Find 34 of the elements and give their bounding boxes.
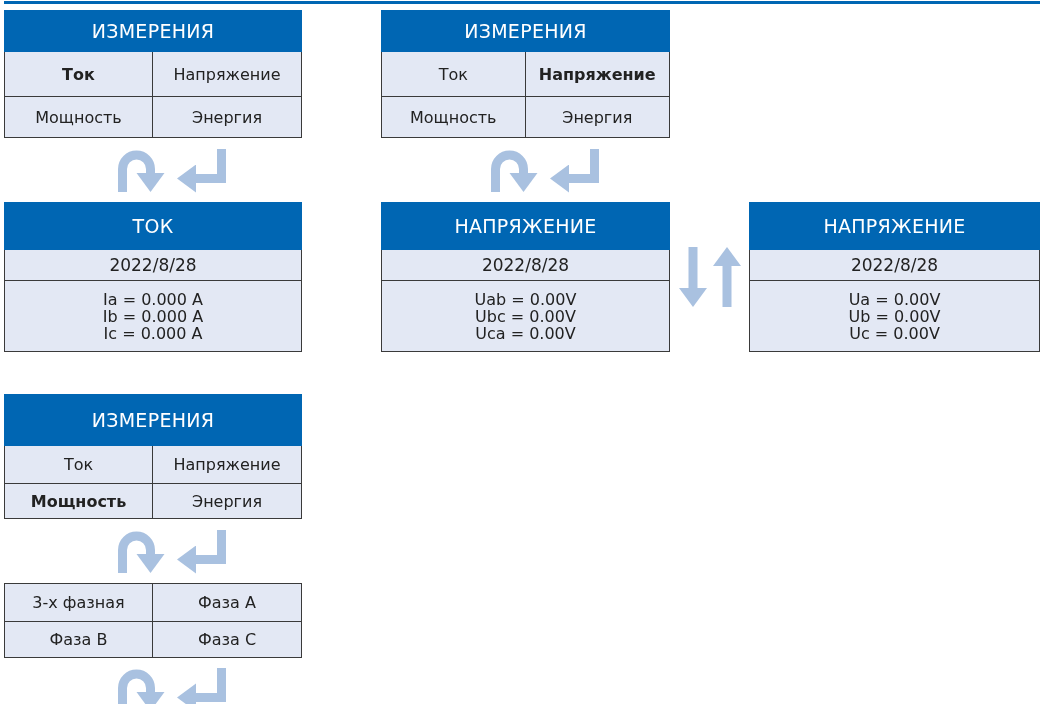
reading-value: Ia = 0.000 A — [103, 290, 203, 308]
menu-item: Мощность — [5, 97, 153, 137]
menu-item: Ток — [5, 446, 153, 484]
reading-value: Uc = 0.00V — [849, 324, 940, 342]
screen-title: ИЗМЕРЕНИЯ — [4, 394, 302, 446]
reading-value: Ib = 0.000 A — [102, 307, 204, 325]
menu-item: Фаза B — [5, 622, 153, 657]
menu-item: Напряжение — [153, 52, 301, 97]
date-text: 2022/8/28 — [481, 255, 570, 275]
screen-title: ТОК — [4, 202, 302, 250]
menu-item: 3-х фазная — [5, 584, 153, 622]
screen-title: НАПРЯЖЕНИЕ — [381, 202, 670, 250]
menu-item: Энергия — [153, 97, 301, 137]
reading-value: Uab = 0.00V — [474, 290, 577, 308]
reading-value: Ua = 0.00V — [848, 290, 941, 308]
menu-item: Энергия — [525, 97, 669, 137]
menu-item: Фаза A — [153, 584, 301, 622]
reading-value: Uca = 0.00V — [475, 324, 576, 342]
menu-item: Фаза C — [153, 622, 301, 657]
reading-value: Ic = 0.000 A — [103, 324, 203, 342]
screen-title: ИЗМЕРЕНИЯ — [4, 10, 302, 52]
menu-item: Ток — [382, 52, 526, 97]
menu-item: Мощность — [5, 484, 153, 518]
date-text: 2022/8/28 — [109, 255, 197, 275]
menu-item: Ток — [5, 52, 153, 97]
screen-title: НАПРЯЖЕНИЕ — [749, 202, 1040, 250]
menu-item: Напряжение — [153, 446, 301, 484]
reading-value: Ubc = 0.00V — [475, 307, 576, 325]
screen-title: ИЗМЕРЕНИЯ — [381, 10, 670, 52]
menu-item: Напряжение — [525, 52, 669, 97]
reading-value: Ub = 0.00V — [848, 307, 941, 325]
menu-item: Энергия — [153, 484, 301, 518]
menu-item: Мощность — [382, 97, 526, 137]
date-text: 2022/8/28 — [850, 255, 939, 275]
